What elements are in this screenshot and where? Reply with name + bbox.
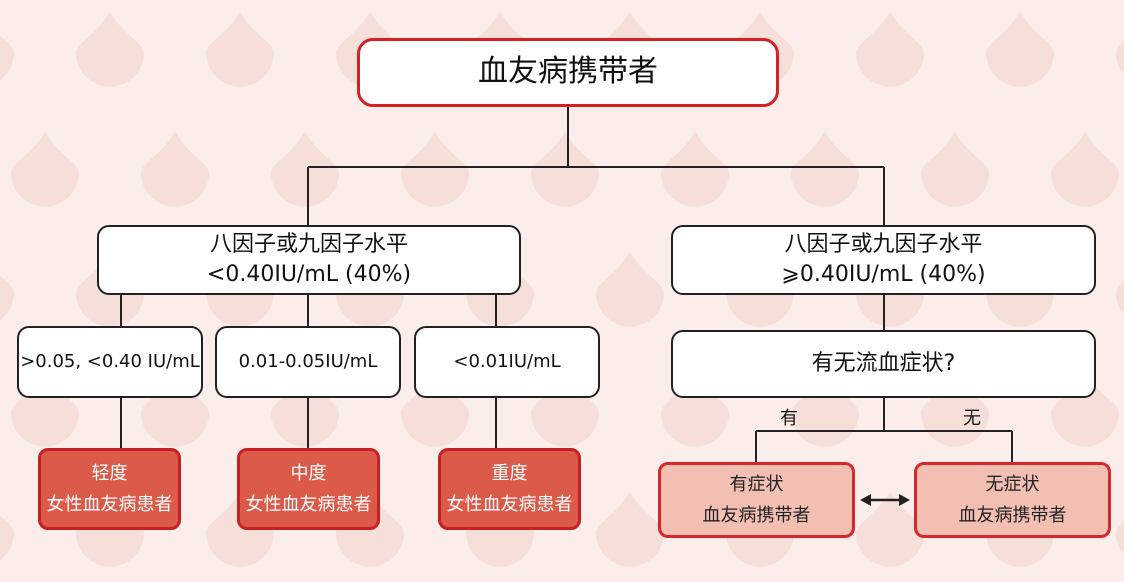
drop-shape: [856, 491, 924, 567]
drop-shape: [1116, 520, 1124, 555]
drop-shape: [531, 131, 599, 207]
range-label-severe: <0.01IU/mL: [453, 350, 561, 372]
drop-shape: [661, 131, 729, 207]
bleeding-question-label: 有无流血症状?: [811, 351, 956, 377]
drop-shape: [1116, 280, 1124, 315]
factor-level-low-line2: <0.40IU/mL (40%): [206, 262, 412, 287]
drop-shape: [401, 371, 469, 447]
drop-shape: [791, 131, 859, 207]
drop-shape: [596, 251, 664, 327]
drop-shape: [1116, 40, 1124, 75]
drop-shape: [141, 371, 209, 447]
drop-shape: [0, 275, 14, 321]
drop-shape: [141, 131, 209, 207]
result-label-moderate: 女性血友病患者: [245, 494, 372, 515]
range-label-moderate: 0.01-0.05IU/mL: [238, 350, 378, 372]
drop-shape: [271, 131, 339, 207]
result-node-moderate: 中度 女性血友病患者: [237, 448, 380, 530]
drop-shape: [856, 11, 924, 87]
drop-shape: [76, 11, 144, 87]
range-node-mild: >0.05, <0.40 IU/mL: [17, 326, 203, 398]
drop-shape: [11, 371, 79, 447]
asymptomatic-carrier-label: 血友病携带者: [958, 505, 1067, 526]
drop-shape: [921, 131, 989, 207]
drop-shape: [271, 371, 339, 447]
double-arrow-icon: [860, 494, 910, 506]
bleeding-symptom-question-node: 有无流血症状?: [671, 330, 1096, 398]
drop-shape: [986, 11, 1054, 87]
drop-shape: [206, 11, 274, 87]
drop-shape: [401, 131, 469, 207]
symptomatic-carrier-node: 有症状 血友病携带者: [658, 462, 855, 538]
range-node-moderate: 0.01-0.05IU/mL: [215, 326, 401, 398]
severity-label-moderate: 中度: [290, 462, 327, 484]
symptomatic-carrier-label: 血友病携带者: [702, 505, 811, 526]
range-label-mild: >0.05, <0.40 IU/mL: [20, 350, 200, 372]
drop-shape: [596, 491, 664, 567]
result-label-severe: 女性血友病患者: [446, 494, 573, 515]
symptomatic-label: 有症状: [729, 473, 784, 495]
asymptomatic-label: 无症状: [985, 473, 1040, 495]
factor-level-high-line2: ⩾0.40IU/mL (40%): [781, 262, 986, 287]
drop-shape: [11, 131, 79, 207]
drop-shape: [921, 371, 989, 447]
factor-level-high-node: 八因子或九因子水平 ⩾0.40IU/mL (40%): [671, 225, 1096, 295]
drop-shape: [791, 371, 859, 447]
factor-level-low-line1: 八因子或九因子水平: [209, 232, 408, 258]
drop-shape: [206, 491, 274, 567]
result-node-mild: 轻度 女性血友病患者: [38, 448, 181, 530]
root-node-carrier: 血友病携带者: [357, 38, 779, 107]
branch-label-yes: 有: [780, 408, 798, 429]
drop-shape: [0, 515, 14, 561]
asymptomatic-carrier-node: 无症状 血友病携带者: [914, 462, 1111, 538]
branch-label-no: 无: [963, 408, 981, 429]
result-label-mild: 女性血友病患者: [46, 494, 173, 515]
factor-level-low-node: 八因子或九因子水平 <0.40IU/mL (40%): [97, 225, 521, 295]
result-node-severe: 重度 女性血友病患者: [438, 448, 581, 530]
drop-shape: [1051, 371, 1119, 447]
severity-label-mild: 轻度: [91, 462, 128, 484]
root-label: 血友病携带者: [478, 54, 658, 90]
drop-shape: [1051, 131, 1119, 207]
drop-shape: [661, 371, 729, 447]
range-node-severe: <0.01IU/mL: [414, 326, 600, 398]
drop-shape: [531, 371, 599, 447]
factor-level-high-line1: 八因子或九因子水平: [784, 232, 983, 258]
severity-label-severe: 重度: [491, 462, 528, 484]
drop-shape: [0, 35, 14, 81]
